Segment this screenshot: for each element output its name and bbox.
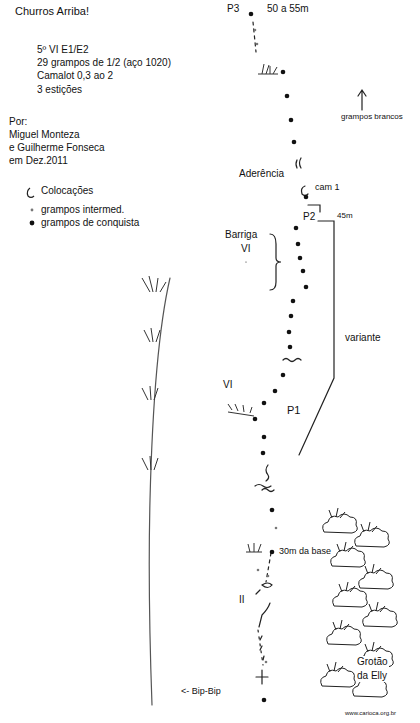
bolt-dot — [253, 417, 258, 422]
bolt-dot — [281, 70, 286, 75]
bolt-dot — [288, 345, 293, 350]
bolt-dot — [267, 575, 270, 578]
bolt-dot — [249, 12, 254, 17]
topo-label: www.carioca.org.br — [344, 709, 397, 717]
bolt-dot — [270, 550, 275, 555]
tree-symbol — [331, 542, 366, 567]
topo-label: 5º VI E1/E2 — [36, 44, 89, 56]
bolt-dot — [262, 401, 267, 406]
legend-text: grampos de conquista — [40, 217, 140, 229]
topo-label: Camalot 0,3 ao 2 — [36, 70, 114, 82]
topo-label: e Guilherme Fonseca — [8, 142, 106, 154]
tree-symbol — [327, 620, 362, 645]
bolt-dot — [256, 43, 259, 46]
bolt-dot — [296, 242, 301, 247]
tree-symbol — [355, 522, 390, 547]
tree-symbol — [333, 582, 368, 607]
topo-label: VI — [222, 379, 233, 391]
bolt-dot — [254, 29, 257, 32]
bolts — [249, 12, 309, 703]
legend-cam-symbol — [27, 188, 34, 198]
topo-label: 50 a 55m — [266, 3, 310, 15]
topo-label: 30m da base — [278, 546, 332, 557]
legend-text: grampos intermed. — [40, 204, 125, 216]
topo-label: Aderência — [238, 168, 285, 180]
bolt-dot — [285, 94, 290, 99]
topo-label: P1 — [286, 404, 301, 417]
bolt-dot — [273, 389, 278, 394]
bolt-dot — [275, 527, 278, 530]
topo-label: cam 1 — [314, 182, 341, 193]
topo-label: variante — [344, 332, 382, 344]
bolt-dot — [289, 118, 294, 123]
legend-text: Colocações — [40, 185, 94, 197]
topo-label: P2 — [302, 211, 316, 223]
bolt-dot — [301, 269, 306, 274]
topo-label: Barriga — [224, 229, 258, 241]
bolt-dot — [304, 195, 309, 200]
bolt-dot — [294, 226, 299, 231]
route-title: Churros Arriba! — [14, 5, 90, 18]
bolt-dot — [257, 569, 260, 572]
tree-symbol — [363, 602, 398, 627]
vegetation — [142, 64, 278, 552]
bolt-dot — [287, 330, 292, 335]
bolt-dot — [262, 698, 267, 703]
bolt-dot — [291, 299, 296, 304]
legend-big-dot — [30, 221, 35, 226]
tree-symbol — [359, 564, 394, 589]
topo-label: <- Bip-Bip — [180, 686, 222, 697]
topo-label: em Dez.2011 — [8, 155, 69, 167]
topo-label: Por: — [8, 116, 28, 128]
bolt-dot — [270, 508, 275, 513]
bolt-dot — [304, 285, 309, 290]
topo-label: grampos brancos — [340, 112, 404, 122]
topo-label: 45m — [336, 211, 354, 221]
topo-label: 29 grampos de 1/2 (aço 1020) — [36, 57, 172, 69]
topo-label: da Elly — [356, 670, 388, 682]
trees — [321, 508, 398, 697]
bolt-dot — [261, 451, 266, 456]
bolt-dot — [281, 373, 286, 378]
bolt-dot — [289, 314, 294, 319]
bolt-dot — [298, 256, 303, 261]
topo-label: 3 estições — [36, 84, 83, 96]
tree-symbol — [321, 662, 356, 687]
topo-label: Miguel Monteza — [8, 129, 81, 141]
topo-label: P3 — [226, 3, 240, 15]
bolt-dot — [265, 661, 268, 664]
topo-label: II — [238, 594, 246, 606]
topo-label: VI — [240, 243, 251, 255]
bolt-dot — [292, 140, 297, 145]
tree-symbol — [323, 508, 358, 533]
legend-small-dot — [31, 209, 34, 212]
bolt-dot — [262, 435, 267, 440]
topo-label: Grotão — [356, 656, 389, 668]
